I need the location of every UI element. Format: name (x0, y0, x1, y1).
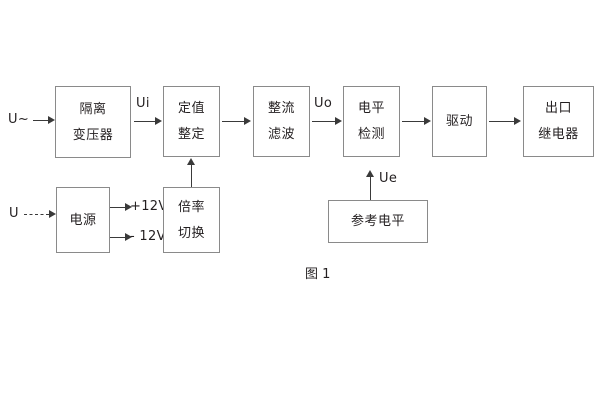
block-level-detect[interactable]: 电平 检测 (343, 86, 400, 157)
block-isolation-transformer[interactable]: 隔离 变压器 (55, 86, 131, 158)
signal-label-ui: Ui (136, 96, 150, 111)
signal-label-ue: Ue (379, 171, 398, 186)
block-power-supply-line1: 电源 (69, 212, 97, 228)
block-multiplier-switch[interactable]: 倍率 切换 (163, 187, 220, 253)
arrow-dc-to-power-supply (24, 210, 56, 219)
arrow-drive-to-output-relay (489, 117, 522, 126)
block-drive-line1: 驱动 (445, 114, 473, 129)
block-level-detect-line1: 电平 (357, 101, 385, 116)
block-output-relay-line2: 继电器 (538, 127, 579, 142)
arrow-isolation-transformer-to-setting-value (134, 117, 162, 126)
figure-caption: 图 1 (305, 267, 331, 282)
block-multiplier-switch-line1: 倍率 (177, 199, 205, 215)
arrow-ac-to-isolation-transformer (33, 116, 55, 125)
block-level-detect-line2: 检测 (357, 127, 385, 142)
block-isolation-transformer-line2: 变压器 (72, 127, 114, 143)
block-rectify-filter[interactable]: 整流 滤波 (253, 86, 310, 157)
block-drive[interactable]: 驱动 (432, 86, 487, 157)
block-output-relay-line1: 出口 (544, 101, 572, 116)
block-power-supply[interactable]: 电源 (56, 187, 110, 253)
block-reference-level[interactable]: 参考电平 (328, 200, 428, 243)
block-reference-level-line1: 参考电平 (350, 214, 405, 229)
block-rectify-filter-line2: 滤波 (267, 127, 295, 142)
block-rectify-filter-line1: 整流 (267, 101, 295, 116)
block-setting-value-line1: 定值 (177, 101, 205, 116)
signal-label-uo: Uo (314, 96, 333, 111)
block-setting-value[interactable]: 定值 整定 (163, 86, 220, 157)
rail-label-negative: - 12V (130, 229, 166, 244)
input-label-ac: U~ (8, 112, 30, 127)
block-isolation-transformer-line1: 隔离 (79, 101, 107, 117)
arrow-multiplier-switch-to-setting-value (187, 158, 196, 187)
arrow-rectify-filter-to-level-detect (312, 117, 342, 126)
block-multiplier-switch-line2: 切换 (177, 225, 205, 241)
arrow-rail-positive (110, 203, 132, 212)
arrow-reference-level-to-level-detect (366, 170, 375, 200)
arrow-level-detect-to-drive (402, 117, 432, 126)
block-setting-value-line2: 整定 (177, 127, 205, 142)
rail-label-positive: +12V (130, 199, 168, 214)
block-output-relay[interactable]: 出口 继电器 (523, 86, 594, 157)
arrow-rail-negative (110, 233, 132, 242)
input-label-dc: U (9, 206, 19, 221)
arrow-setting-value-to-rectify-filter (222, 117, 252, 126)
